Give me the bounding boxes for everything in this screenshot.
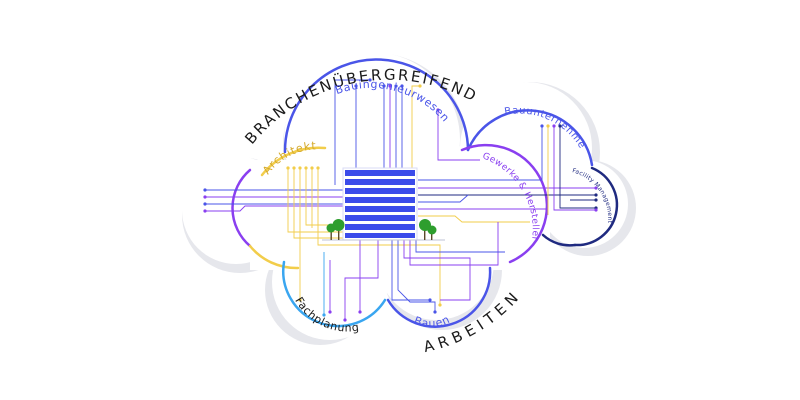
gewerke-arc <box>460 143 549 264</box>
bauen-arc <box>386 266 492 328</box>
bauunternehmen-arc <box>466 109 594 167</box>
cloud-outline <box>231 58 619 328</box>
tree-right <box>419 219 437 240</box>
left-lobe-arc <box>231 168 252 248</box>
building <box>322 167 445 241</box>
facility-arc <box>573 166 619 247</box>
architekt-lower-arc <box>248 244 300 270</box>
connection-dots <box>203 78 598 322</box>
fachplanung-arc <box>282 260 387 328</box>
bauingenieurwesen-arc <box>283 58 470 154</box>
architekt-arc <box>260 146 327 177</box>
facility-arc-lower <box>541 233 577 247</box>
label-bauen: Bauen <box>412 313 452 331</box>
connection-lines <box>205 79 596 320</box>
tree-left <box>326 219 345 240</box>
